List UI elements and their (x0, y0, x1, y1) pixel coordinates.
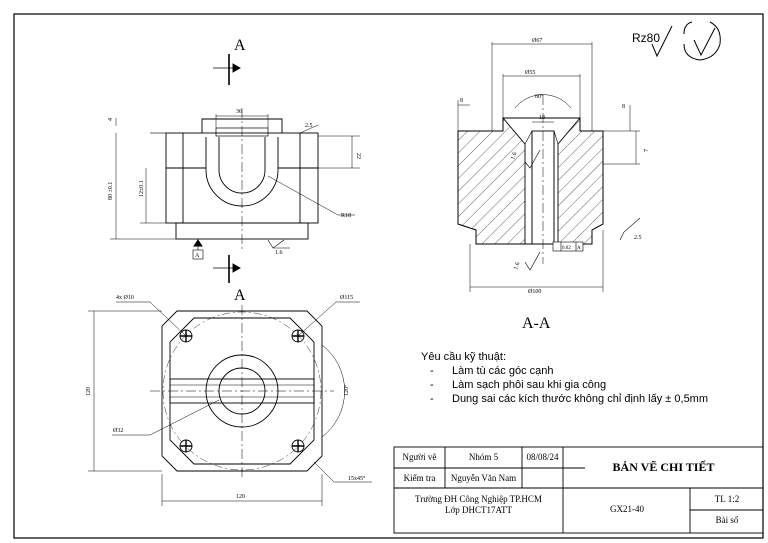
datum-label: A (195, 253, 200, 259)
dim-height-small: 12±0.1 (139, 180, 145, 197)
dim-height-tol: 80 ±0.1 (108, 182, 114, 200)
section-view (457, 42, 641, 292)
school-name: Trường ĐH Công Nghiệp TP.HCM (415, 494, 542, 504)
checked-label: Kiểm tra (403, 473, 436, 483)
dim-bottom-120: 120 (236, 494, 245, 500)
sec-dim-d67: Ø67 (532, 38, 542, 44)
dim-side-120: 120 (86, 387, 92, 396)
drawn-by-value: Nhóm 5 (468, 452, 499, 462)
plan-view-label: A (234, 287, 246, 304)
dim-depth-left: 4 (108, 118, 114, 121)
dim-hole-pattern: 4x Ø10 (116, 295, 134, 301)
front-view (110, 54, 360, 283)
requirement-bullet: - (430, 365, 434, 377)
dim-angle-120: 120° (343, 384, 350, 396)
sec-rough-side: 2.5 (634, 235, 642, 241)
front-view-label: A (234, 37, 246, 54)
roughness-bottom: 1.6 (275, 250, 283, 256)
sec-dim-8-left: 8 (460, 98, 463, 104)
tolerance-value: 0.02 (562, 246, 571, 251)
sec-dim-18: 18 (539, 115, 545, 121)
sheet-border (13, 13, 764, 539)
checked-value: Nguyễn Văn Nam (450, 473, 517, 483)
section-label: A-A (522, 315, 551, 332)
drawing-title: BẢN VẼ CHI TIẾT (612, 460, 715, 474)
drawn-by-label: Người vẽ (402, 452, 437, 462)
requirement-item: Làm tù các góc cạnh (452, 365, 554, 377)
dim-radius: R18 (341, 213, 351, 219)
requirement-item: Dung sai các kích thước không chỉ định l… (452, 393, 709, 405)
dim-bore: Ø32 (113, 428, 123, 434)
requirement-item: Làm sạch phôi sau khi gia công (452, 379, 607, 391)
plan-view (88, 301, 372, 506)
requirement-bullet: - (430, 393, 434, 405)
sec-rough-bottom: 1.6 (513, 262, 521, 271)
dim-pitch-circle: Ø115 (340, 295, 353, 301)
requirements-title: Yêu cầu kỹ thuật: (421, 351, 506, 363)
dim-chamfer: 15x45° (348, 475, 366, 482)
date-value: 08/08/24 (526, 452, 559, 462)
class-name: Lớp DHCT17ATT (444, 505, 512, 515)
sec-dim-8-right: 8 (622, 104, 625, 110)
scale-value: TL 1:2 (714, 494, 740, 504)
roughness-label: Rz80 (632, 31, 660, 45)
sheet-number-label: Bài số (715, 515, 739, 525)
roughness-symbol-icon (651, 21, 721, 61)
title-block-grid (393, 446, 764, 534)
dim-chamfer-top: 2.5 (305, 123, 313, 129)
drawing-code: GX21-40 (610, 504, 644, 514)
dim-step-height: 22 (355, 153, 361, 159)
sec-dim-d100: Ø100 (528, 289, 541, 295)
sec-dim-d55: Ø55 (525, 70, 535, 76)
dim-slot-width: 36 (236, 109, 242, 115)
sec-rough-inner: 1.6 (510, 152, 518, 161)
tolerance-datum: A (577, 246, 581, 251)
sec-dim-angle: 60° (535, 93, 544, 100)
requirement-bullet: - (430, 379, 434, 391)
sec-dim-depth: 7 (644, 149, 650, 152)
